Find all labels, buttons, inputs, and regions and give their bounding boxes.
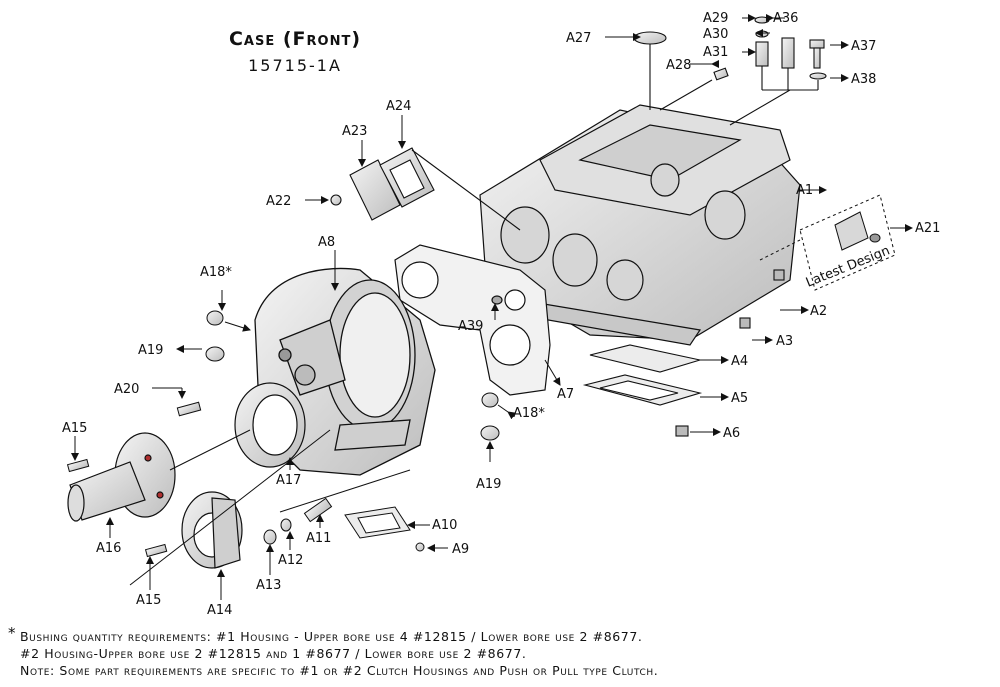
footnote-asterisk: * [8,624,16,642]
label-a27: A27 [566,31,591,46]
ring-a17 [234,382,306,468]
transmission-case [479,104,801,346]
flange-a16 [67,432,176,522]
label-a9: A9 [452,542,469,557]
label-a1: A1 [796,183,813,198]
label-a21: A21 [915,221,940,236]
leader-lines [71,14,913,600]
gasket-a7 [394,244,551,396]
ball-a29 [754,16,770,24]
flange-a14 [181,491,243,569]
label-a2: A2 [810,304,827,319]
label-a36: A36 [773,11,798,26]
washer-a38 [809,72,827,80]
plug-a28 [713,67,729,81]
label-a6: A6 [723,426,740,441]
label-a22: A22 [266,194,291,209]
label-a29: A29 [703,11,728,26]
label-a5: A5 [731,391,748,406]
small-fasteners [66,310,500,558]
exploded-diagram: Latest Design [62,11,940,618]
label-a19-left: A19 [138,343,163,358]
footnotes: Bushing quantity requirements: #1 Housin… [10,628,995,679]
label-a7: A7 [557,387,574,402]
label-a24: A24 [386,99,411,114]
footnote-line-2: #2 Housing-Upper bore use 2 #12815 and 1… [20,646,527,661]
label-a8: A8 [318,235,335,250]
label-a31: A31 [703,45,728,60]
label-a16: A16 [96,541,121,556]
part-number: 15715-1A [248,56,342,75]
label-a3: A3 [776,334,793,349]
label-a23: A23 [342,124,367,139]
cover-plates [330,147,521,231]
label-a14: A14 [207,603,232,618]
label-a10: A10 [432,518,457,533]
label-a28: A28 [666,58,691,73]
label-a15-top: A15 [62,421,87,436]
inset-caption: Latest Design [804,243,892,290]
footnote-line-3: Note: Some part requirements are specifi… [20,663,659,678]
label-a15-bottom: A15 [136,593,161,608]
pin-a31 [755,41,769,67]
label-a4: A4 [731,354,748,369]
bolt-head-a37 [809,39,825,49]
washer-a30 [755,30,769,38]
label-a12: A12 [278,553,303,568]
part-labels: A1 A2 A3 A4 A5 A6 A7 A8 A9 A10 A11 A12 A… [62,11,940,618]
label-a20: A20 [114,382,139,397]
label-a38: A38 [851,72,876,87]
label-a19-bottom: A19 [476,477,501,492]
label-a18-top: A18* [200,265,232,280]
label-a30: A30 [703,27,728,42]
label-a17: A17 [276,473,301,488]
label-a11: A11 [306,531,331,546]
bolt-shank-a37 [813,47,821,69]
spring-a36 [781,37,795,69]
label-a39: A39 [458,319,483,334]
label-a13: A13 [256,578,281,593]
plug-a27 [633,31,667,45]
footnote-line-1: Bushing quantity requirements: #1 Housin… [20,629,643,644]
label-a18-right: A18* [513,406,545,421]
page-title: Case (Front) [228,28,362,50]
label-a37: A37 [851,39,876,54]
bottom-gaskets [582,269,785,437]
top-hardware [633,16,827,126]
